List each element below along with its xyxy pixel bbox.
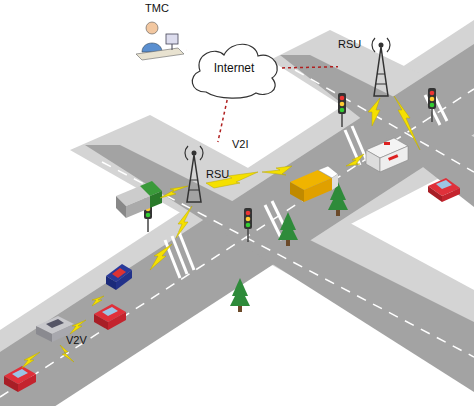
traffic-light xyxy=(428,88,436,122)
node-label: RSU xyxy=(206,168,240,181)
red-car xyxy=(428,178,460,202)
network-link xyxy=(282,67,338,68)
tmc-operator: TMC xyxy=(128,2,186,76)
link-label: V2I xyxy=(232,138,249,151)
main-road xyxy=(0,44,474,406)
tree xyxy=(278,212,298,246)
crosswalk xyxy=(165,91,447,278)
yellow-truck xyxy=(290,166,338,202)
wireless-link xyxy=(22,96,420,368)
network-link xyxy=(218,100,227,142)
red-car xyxy=(4,366,36,392)
node-label: TMC xyxy=(128,2,186,15)
ambulance xyxy=(366,138,408,172)
lane-marking xyxy=(0,89,474,397)
lane-marking xyxy=(295,70,474,172)
node-label: RSU xyxy=(338,38,372,51)
rsu-tower: RSU xyxy=(338,34,400,98)
blue-car xyxy=(106,264,132,290)
traffic-light xyxy=(338,93,346,127)
node-label: Internet xyxy=(186,62,282,75)
rsu-tower: RSU xyxy=(182,142,240,204)
internet-cloud: Internet xyxy=(186,38,282,100)
tree xyxy=(230,278,250,312)
traffic-light xyxy=(244,208,252,242)
green-truck xyxy=(116,181,162,218)
cross-road xyxy=(85,145,474,392)
red-car xyxy=(94,304,126,330)
link-label: V2V xyxy=(66,334,87,347)
lane-marking xyxy=(102,162,474,357)
